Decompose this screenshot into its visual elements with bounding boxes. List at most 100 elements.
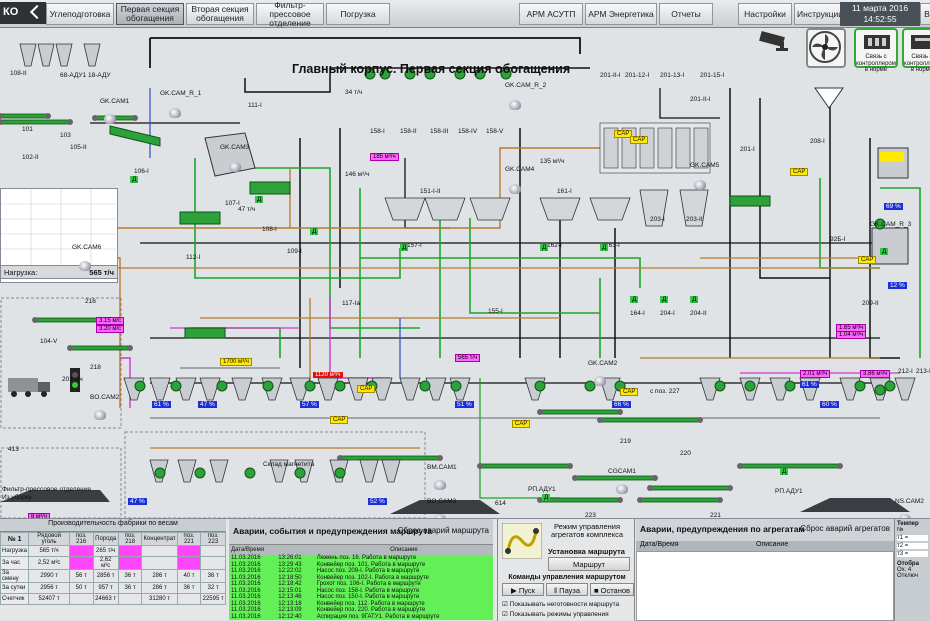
cap-badge[interactable]: CAP	[330, 416, 349, 424]
flow-badge[interactable]: 3.86 м³/ч	[860, 370, 891, 378]
nav-instructions[interactable]: Инструкции	[794, 3, 846, 25]
clock-date: 11 марта 2016	[851, 3, 909, 13]
cap-badge[interactable]: CAP	[620, 388, 639, 396]
cap-badge[interactable]: CAP	[630, 136, 649, 144]
conveyor-pulley	[32, 317, 38, 323]
route-button[interactable]: Маршрут	[548, 557, 630, 571]
nav-reports[interactable]: Отчеты	[659, 3, 713, 25]
remote-mode-badge[interactable]: Д	[542, 494, 551, 501]
remote-mode-badge[interactable]: Д	[600, 244, 609, 251]
nav-settings[interactable]: Настройки	[738, 3, 792, 25]
remote-mode-badge[interactable]: Д	[690, 296, 699, 303]
remote-mode-badge[interactable]: Д	[255, 196, 264, 203]
camera-icon[interactable]	[594, 376, 606, 386]
flow-badge[interactable]: 565 т/ч	[455, 354, 481, 362]
display-item-1[interactable]: Отключ	[897, 573, 919, 579]
controller-link-tile[interactable]: Связь с контроллером в норме	[854, 28, 898, 73]
level-badge[interactable]: 57 %	[300, 401, 319, 408]
nav-second-section[interactable]: Вторая секция обогащения	[186, 3, 254, 25]
route-mode-icon[interactable]	[502, 523, 542, 559]
camera-icon[interactable]	[434, 480, 446, 490]
remote-mode-badge[interactable]: Д	[400, 244, 409, 251]
camera-icon[interactable]	[509, 184, 521, 194]
equipment-label: 212-I	[898, 368, 913, 375]
conveyor-pulley	[67, 119, 73, 125]
camera-icon[interactable]	[94, 410, 106, 420]
equipment-label: 201-II-I	[690, 96, 711, 103]
cap-badge[interactable]: CAP	[357, 385, 376, 393]
level-badge[interactable]: 60 %	[820, 401, 839, 408]
network-tile[interactable]: Связь с контроллером в норме	[902, 28, 930, 73]
remote-mode-badge[interactable]: Д	[310, 228, 319, 235]
level-badge[interactable]: 47 %	[128, 498, 147, 505]
camera-icon[interactable]	[509, 100, 521, 110]
cap-badge[interactable]: CAP	[858, 256, 877, 264]
route-pause-button[interactable]: ‖ Пауза	[546, 583, 588, 596]
camera-tile[interactable]	[756, 28, 796, 68]
equipment-label: 158-V	[486, 128, 504, 135]
nav-arm-asutp[interactable]: АРМ АСУТП	[519, 3, 583, 25]
hydrocyclone-cone	[699, 377, 721, 401]
cap-badge[interactable]: CAP	[614, 130, 633, 138]
nav-loading[interactable]: Погрузка	[326, 3, 390, 25]
cap-badge[interactable]: CAP	[512, 420, 531, 428]
pump-icon	[874, 218, 886, 230]
level-badge[interactable]: 61 %	[800, 381, 819, 388]
flow-badge[interactable]: 185 м³/ч	[370, 153, 399, 161]
remote-mode-badge[interactable]: Д	[130, 176, 139, 183]
nav-filter-press[interactable]: Фильтр-прессовое отделение	[256, 0, 324, 27]
flow-badge[interactable]: 3.20 м/с	[96, 325, 125, 333]
level-badge[interactable]: 52 %	[368, 498, 387, 505]
camera-icon[interactable]	[104, 114, 116, 124]
pump-icon	[404, 68, 416, 80]
events-reset-button[interactable]: Сброс аварий маршрута	[397, 526, 489, 535]
cap-badge[interactable]: 1700 м³/ч	[220, 358, 252, 366]
camera-icon[interactable]	[694, 180, 706, 190]
logo[interactable]: КО	[0, 2, 46, 24]
cap-badge[interactable]: CAP	[790, 168, 809, 176]
flow-badge[interactable]: 1.04 м³/ч	[836, 331, 867, 339]
fan-tile[interactable]	[806, 28, 846, 68]
flow-badge[interactable]: 2.01 м³/ч	[800, 370, 831, 378]
route-start-button[interactable]: ▶ Пуск	[502, 583, 544, 596]
check-unready[interactable]: ☑ Показывать неготовности маршрута	[502, 601, 620, 608]
level-badge[interactable]: 61 %	[152, 401, 171, 408]
camera-icon[interactable]	[616, 484, 628, 494]
level-badge[interactable]: 51 %	[455, 401, 474, 408]
camera-icon[interactable]	[169, 108, 181, 118]
col-pos218: поз. 218	[117, 532, 143, 546]
alarms-list[interactable]	[636, 551, 894, 621]
remote-mode-badge[interactable]: Д	[880, 248, 889, 255]
level-badge[interactable]: 66 %	[612, 401, 631, 408]
camera-icon[interactable]	[229, 162, 241, 172]
remote-mode-badge[interactable]: Д	[660, 296, 669, 303]
alarm-badge[interactable]: 1120 м³/ч	[313, 372, 343, 378]
nav-edge[interactable]: В	[920, 3, 930, 25]
level-badge[interactable]: 47 %	[198, 401, 217, 408]
alarms-reset-button[interactable]: Сброс аварий агрегатов	[800, 524, 890, 533]
nav-ugolpodgotovka[interactable]: Углеподготовка	[46, 3, 114, 25]
route-stop-button[interactable]: ■ Останов	[590, 583, 634, 596]
level-badge[interactable]: 69 %	[884, 203, 903, 210]
level-badge[interactable]: 12 %	[888, 282, 907, 289]
check-modes[interactable]: ☑ Показывать режимы управления	[502, 611, 609, 618]
camera-icon[interactable]	[79, 261, 91, 271]
display-item-0[interactable]: Ох. 4	[897, 567, 912, 573]
flow-badge[interactable]: 3.15 м/с	[96, 317, 125, 325]
remote-mode-badge[interactable]: Д	[540, 244, 549, 251]
remote-mode-badge[interactable]: Д	[630, 296, 639, 303]
network-icon	[911, 35, 930, 49]
nav-first-section[interactable]: Первая секция обогащения	[116, 3, 184, 25]
nav-arm-energy[interactable]: АРМ Энергетика	[585, 3, 657, 25]
remote-mode-badge[interactable]: Д	[780, 468, 789, 475]
